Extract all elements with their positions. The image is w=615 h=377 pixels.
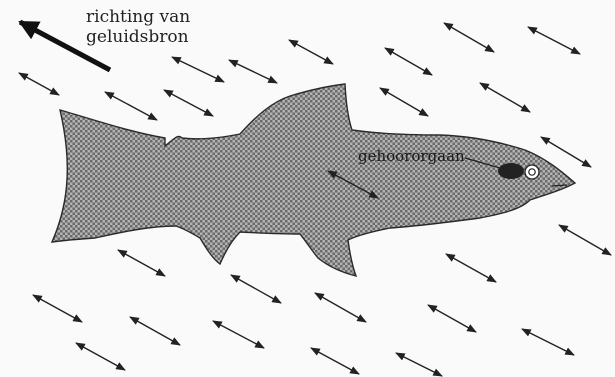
- wave-arrow: [231, 275, 281, 303]
- sound-direction-label-line2: geluidsbron: [86, 29, 189, 46]
- wave-arrow: [315, 293, 366, 322]
- wave-arrow: [396, 353, 442, 376]
- wave-arrow: [559, 225, 611, 255]
- wave-arrow: [380, 88, 428, 116]
- wave-arrow: [229, 60, 277, 83]
- wave-arrow: [446, 254, 496, 282]
- wave-arrow: [311, 348, 359, 374]
- hearing-organ-label: gehoororgaan: [358, 149, 465, 164]
- fish-body: [52, 84, 575, 276]
- wave-arrow: [528, 27, 580, 54]
- fish-eye: [525, 165, 539, 179]
- wave-arrow: [289, 40, 333, 64]
- sound-direction-label-line1: richting van: [86, 9, 190, 26]
- wave-arrow: [522, 329, 574, 355]
- wave-arrow: [444, 23, 494, 52]
- wave-arrow: [105, 92, 157, 120]
- wave-arrow: [33, 295, 82, 322]
- wave-arrow: [385, 48, 432, 75]
- wave-arrow: [213, 321, 264, 348]
- wave-arrow: [76, 343, 125, 370]
- wave-arrow: [130, 317, 180, 345]
- wave-arrow: [118, 250, 165, 276]
- wave-arrow: [172, 57, 224, 82]
- wave-arrow: [19, 73, 59, 95]
- wave-arrow: [428, 305, 476, 332]
- hearing-organ-blob: [498, 163, 524, 179]
- wave-arrow: [480, 83, 530, 112]
- wave-arrow: [164, 90, 213, 116]
